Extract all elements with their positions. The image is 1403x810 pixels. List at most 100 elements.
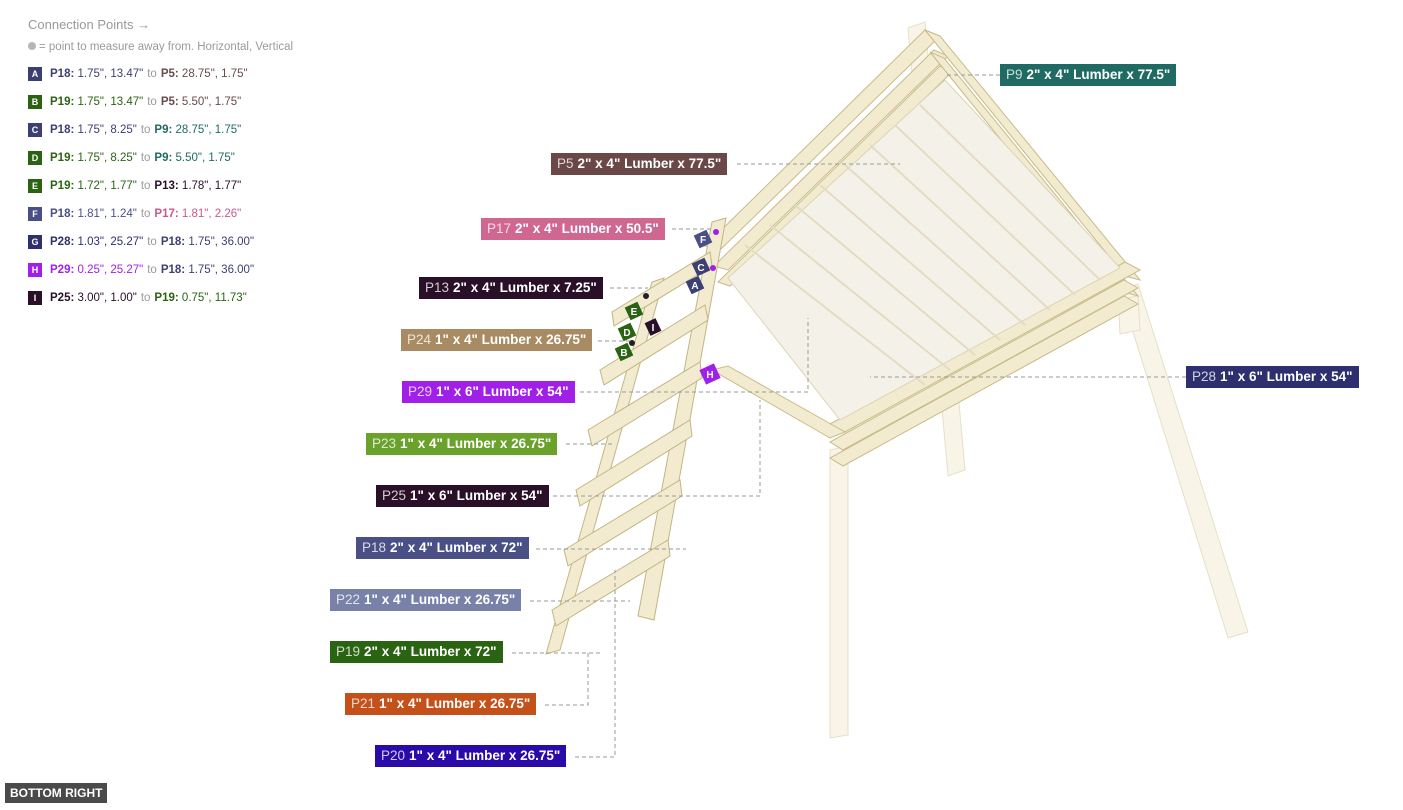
to-values: 5.50", 1.75"	[175, 152, 235, 164]
to-word: to	[140, 180, 151, 192]
part-description: 2" x 4" Lumber x 77.5"	[577, 156, 722, 171]
leader-lines	[512, 74, 1186, 758]
to-part: P13:	[154, 180, 179, 192]
from-values: 1.75", 13.47"	[77, 68, 144, 80]
marker-D: D	[617, 322, 637, 342]
connection-badge: D	[28, 151, 42, 165]
to-word: to	[147, 68, 157, 80]
marker-F: F	[693, 229, 713, 249]
mattress-slats	[727, 79, 1121, 421]
part-id: P24	[407, 332, 432, 347]
svg-text:A: A	[691, 281, 698, 292]
ladder-rung-p24	[599, 304, 709, 386]
to-values: 1.81", 2.26"	[181, 208, 242, 220]
to-values: 28.75", 1.75"	[181, 68, 248, 80]
part-description: 1" x 4" Lumber x 26.75"	[364, 592, 516, 607]
connection-badge: E	[28, 179, 42, 193]
part-id: P22	[336, 592, 361, 607]
marker-H: H	[699, 363, 721, 385]
part-id: P18	[362, 540, 387, 555]
marker-E: E	[624, 301, 644, 321]
dot-icon	[28, 42, 36, 50]
part-description: 1" x 6" Lumber x 54"	[436, 384, 569, 399]
from-values: 1.03", 25.27"	[77, 236, 144, 248]
to-word: to	[140, 292, 151, 304]
from-values: 1.75", 8.25"	[77, 152, 137, 164]
connection-badge: I	[28, 291, 42, 305]
part-description: 1" x 4" Lumber x 26.75"	[435, 332, 587, 347]
from-part: P25:	[50, 292, 75, 304]
part-id: P19	[336, 644, 361, 659]
rail-left-bottom	[710, 365, 847, 439]
svg-text:F: F	[700, 235, 706, 246]
from-values: 1.75", 8.25"	[77, 124, 137, 136]
part-id: P17	[487, 221, 512, 236]
ladder-rung-p22	[575, 419, 693, 507]
from-values: 1.75", 13.47"	[77, 96, 144, 108]
to-values: 5.50", 1.75"	[181, 96, 242, 108]
to-word: to	[140, 124, 151, 136]
panel-note-text: = point to measure away from. Horizontal…	[39, 41, 294, 53]
from-values: 0.25", 25.27"	[77, 264, 144, 276]
to-part: P5:	[160, 68, 179, 80]
to-values: 28.75", 1.75"	[175, 124, 242, 136]
part-id: P13	[425, 280, 450, 295]
connection-badge: G	[28, 235, 42, 249]
part-description: 2" x 4" Lumber x 50.5"	[515, 221, 659, 236]
from-part: P18:	[50, 68, 75, 80]
from-values: 1.72", 1.77"	[77, 180, 137, 192]
to-part: P17:	[154, 208, 179, 220]
to-values: 1.75", 36.00"	[188, 236, 255, 248]
from-part: P19:	[50, 152, 75, 164]
to-part: P9:	[154, 124, 173, 136]
part-description: 1" x 6" Lumber x 54"	[410, 488, 543, 503]
connection-badge: B	[28, 95, 42, 109]
to-values: 0.75", 11.73"	[181, 292, 247, 304]
ladder-rung-p20	[551, 539, 671, 627]
svg-text:E: E	[631, 307, 638, 318]
to-part: P19:	[154, 292, 179, 304]
from-values: 3.00", 1.00"	[77, 292, 137, 304]
to-values: 1.75", 36.00"	[188, 264, 255, 276]
connection-badge: H	[28, 263, 42, 277]
part-id: P5	[557, 156, 574, 171]
connection-badge: A	[28, 67, 42, 81]
part-description: 1" x 4" Lumber x 26.75"	[379, 696, 531, 711]
to-word: to	[140, 152, 151, 164]
view-bottom-right-button[interactable]: BOTTOM RIGHT	[5, 783, 108, 803]
marker-A: A	[685, 275, 705, 295]
marker-B: B	[614, 342, 634, 362]
marker-C: C	[691, 257, 711, 277]
part-description: 2" x 4" Lumber x 77.5"	[1026, 67, 1171, 82]
to-word: to	[147, 264, 157, 276]
to-word: to	[147, 236, 157, 248]
panel-title[interactable]: Connection Points →	[28, 17, 151, 32]
